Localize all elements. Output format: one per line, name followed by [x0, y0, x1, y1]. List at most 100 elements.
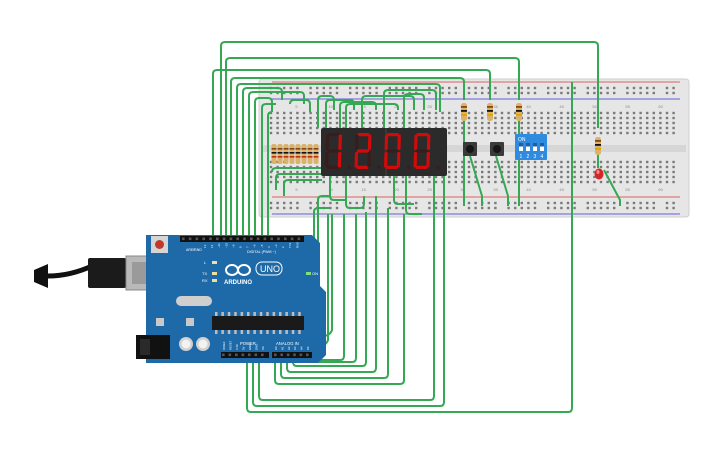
segment-f	[414, 134, 418, 150]
column-label: 60	[658, 104, 663, 109]
resistor	[295, 144, 301, 164]
dip-switch-on-label: ON	[518, 137, 526, 143]
power-pin-label: RESET	[229, 340, 233, 350]
display-digit: 2	[354, 133, 381, 170]
dip-toggle[interactable]	[526, 143, 530, 151]
l-led-label: L	[204, 260, 207, 265]
display-digit: 0	[413, 133, 440, 170]
wire	[286, 196, 377, 373]
segment-d	[356, 165, 369, 170]
power-pin-label: IOREF	[222, 341, 226, 350]
segment-c	[337, 152, 342, 168]
resistor	[289, 144, 295, 164]
segment-d	[385, 165, 398, 170]
segment-e	[325, 152, 329, 168]
digital-pin-label: ~6	[253, 244, 257, 248]
wire	[345, 176, 365, 209]
column-label: 15	[361, 187, 366, 192]
resistor-bank	[271, 144, 319, 164]
segment-e	[413, 152, 418, 168]
column-label: 55	[625, 104, 630, 109]
digital-pin-label: 13	[203, 244, 207, 248]
analog-pin-label: A0	[274, 346, 278, 350]
wire	[258, 176, 435, 401]
digital-pin-label: 2	[281, 246, 285, 248]
segment-g	[327, 149, 340, 153]
arduino-logo-text: ARDUINO	[224, 280, 252, 286]
wire	[280, 208, 389, 379]
decimal-point	[406, 165, 411, 170]
wire	[469, 155, 483, 206]
wire	[248, 91, 305, 240]
segment-f	[325, 134, 330, 150]
segment-g	[356, 149, 369, 153]
push-button[interactable]	[490, 142, 504, 156]
wire	[230, 77, 465, 240]
crystal	[176, 296, 212, 306]
column-label: 25	[427, 104, 432, 109]
arduino-model-label: UNO	[260, 264, 280, 274]
wire	[252, 176, 445, 407]
segment-d	[326, 165, 339, 170]
capacitor	[196, 337, 210, 351]
column-label: 10	[328, 187, 333, 192]
wire	[267, 111, 273, 240]
dip-number: 1	[520, 154, 523, 160]
segment-b	[367, 134, 372, 150]
digital-header-label: DIGITAL (PWM ~)	[247, 250, 276, 254]
power-header	[221, 352, 269, 358]
resistor	[487, 103, 493, 121]
wire	[603, 169, 621, 206]
analog-pin-label: A1	[280, 346, 284, 350]
digital-header	[180, 236, 304, 242]
analog-pin-label: A3	[293, 346, 297, 350]
segment-e	[384, 152, 388, 168]
dip-toggle-knob	[519, 143, 523, 147]
on-led-label: ON	[312, 271, 318, 276]
column-label: 5	[295, 104, 298, 109]
wire	[361, 95, 415, 128]
dip-toggle[interactable]	[540, 143, 544, 151]
wire	[403, 93, 425, 128]
analog-pin-label: A4	[300, 346, 304, 350]
smd-component	[186, 318, 194, 326]
digital-pin-label: ~5	[260, 244, 264, 248]
push-button[interactable]	[463, 142, 477, 156]
digital-pin-label: 12	[210, 244, 214, 248]
dip-toggle-knob	[540, 143, 544, 147]
analog-header	[272, 352, 312, 358]
wire	[383, 89, 437, 128]
segment-a	[416, 133, 429, 137]
led	[594, 168, 604, 180]
microcontroller-chip	[212, 312, 304, 334]
power-pin-label: 5V	[242, 346, 246, 350]
dip-toggle[interactable]	[519, 143, 523, 151]
digital-pin-label: ~9	[231, 244, 235, 248]
wire	[254, 97, 273, 240]
wire	[345, 103, 399, 128]
wire	[317, 95, 335, 128]
analog-pin-label: A2	[287, 346, 291, 350]
segment-b	[338, 134, 342, 150]
display-digit: 0	[384, 133, 411, 170]
dip-toggle[interactable]	[533, 143, 537, 151]
digital-pin-label: ~11	[217, 243, 221, 248]
analog-pin-label: A5	[306, 346, 310, 350]
digital-pin-label: 7	[246, 246, 250, 248]
segment-f	[355, 134, 359, 150]
wire	[212, 69, 491, 240]
wire	[271, 167, 322, 173]
digital-pin-label: RX0	[295, 242, 299, 248]
wire	[236, 83, 441, 240]
rx-led-label: RX	[202, 278, 208, 283]
segment-a	[357, 133, 370, 137]
reset-button[interactable]	[151, 236, 168, 253]
digital-pin-label: 8	[239, 246, 243, 248]
wire	[242, 87, 283, 240]
segment-d	[415, 165, 428, 170]
